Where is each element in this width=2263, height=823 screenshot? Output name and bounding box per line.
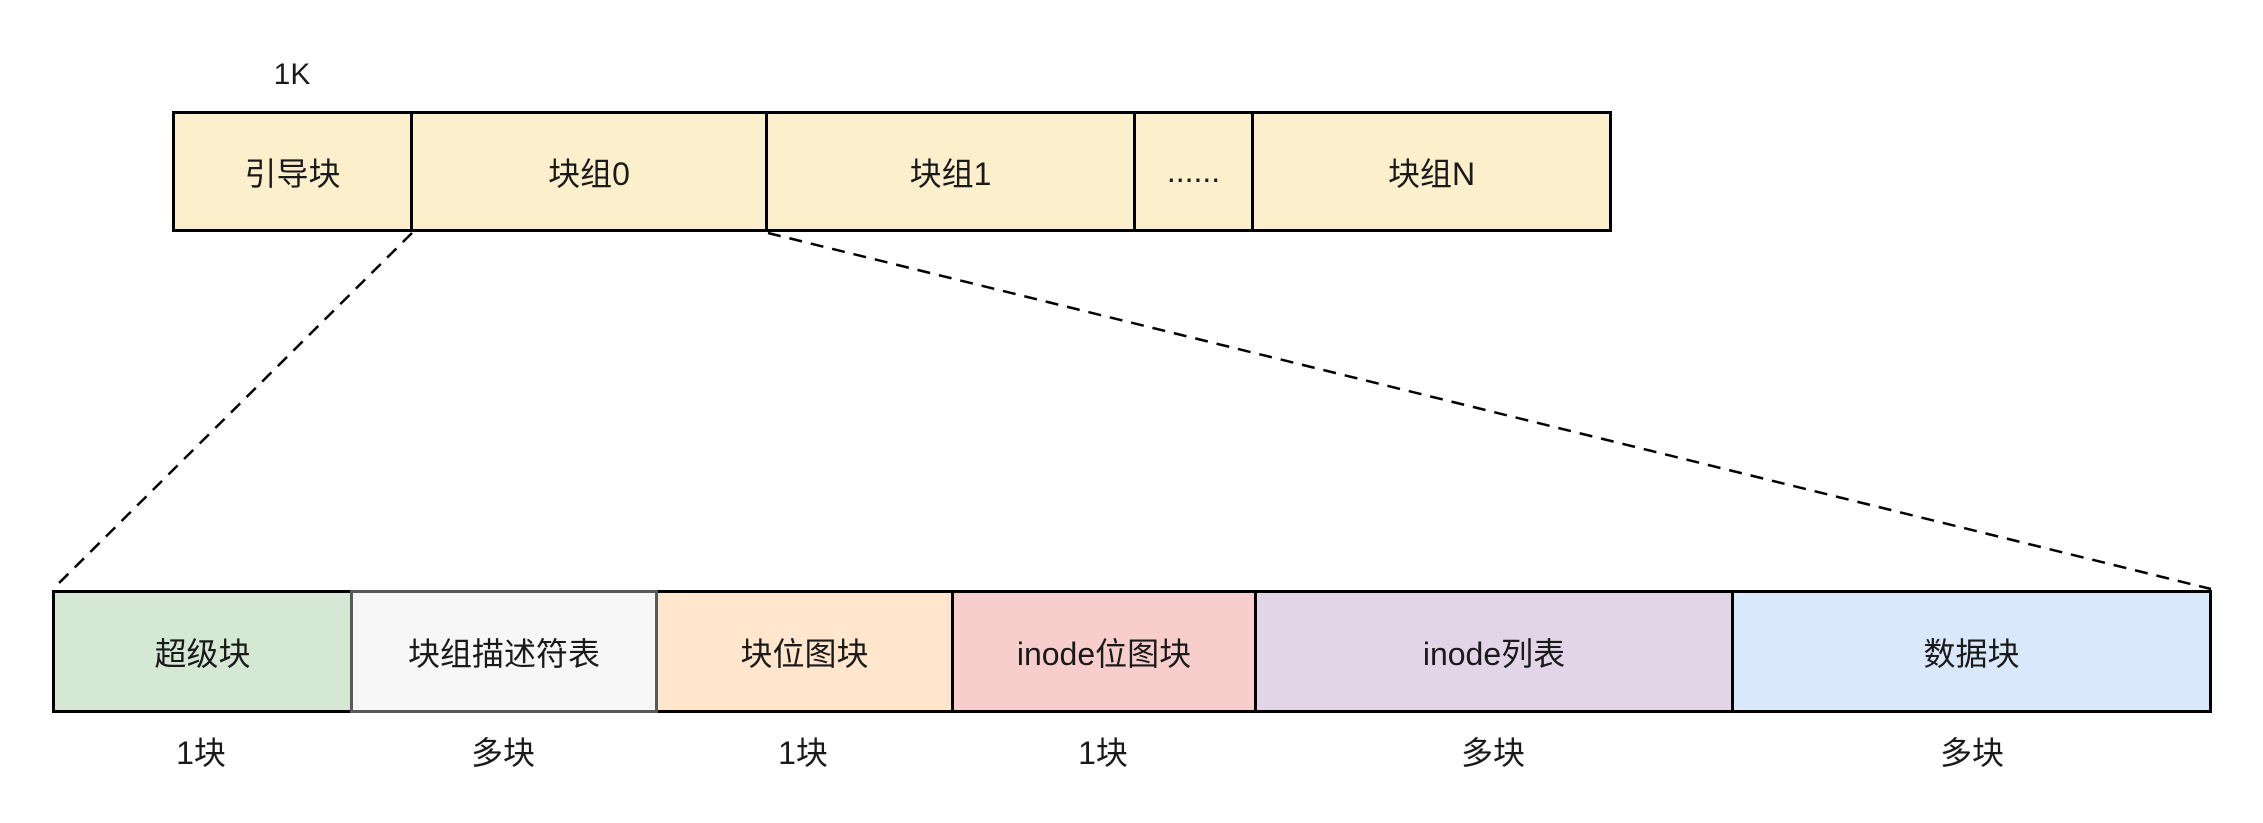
segment-inode-bitmap: inode位图块 xyxy=(951,590,1257,713)
segment-data-blocks: 数据块 xyxy=(1731,590,2212,713)
block-group-detail-bar: 超级块 块组描述符表 块位图块 inode位图块 inode列表 数据块 xyxy=(52,590,2212,713)
segment-group-descriptor-table: 块组描述符表 xyxy=(350,590,658,713)
disk-segment-boot-block: 引导块 xyxy=(175,114,413,229)
disk-segment-ellipsis: ...... xyxy=(1136,114,1254,229)
dashed-connector-right xyxy=(767,231,2212,591)
disk-layout-bar: 引导块 块组0 块组1 ...... 块组N xyxy=(172,111,1612,232)
disk-segment-block-group-n: 块组N xyxy=(1387,155,1476,192)
disk-segment-block-group-0: 块组0 xyxy=(413,114,768,229)
segment-inode-table: inode列表 xyxy=(1254,590,1734,713)
count-label-inode-table: 多块 xyxy=(1460,735,1526,771)
disk-segment-block-group-1: 块组1 xyxy=(768,114,1136,229)
count-label-data-blocks: 多块 xyxy=(1939,735,2005,771)
segment-superblock: 超级块 xyxy=(52,590,353,713)
count-label-block-bitmap: 1块 xyxy=(778,735,828,771)
count-label-superblock: 1块 xyxy=(176,735,226,771)
block-size-label: 1K xyxy=(273,58,311,91)
count-label-group-descriptor-table: 多块 xyxy=(470,735,536,771)
dashed-connector-left xyxy=(52,232,413,590)
segment-block-bitmap: 块位图块 xyxy=(655,590,954,713)
count-label-inode-bitmap: 1块 xyxy=(1078,735,1128,771)
